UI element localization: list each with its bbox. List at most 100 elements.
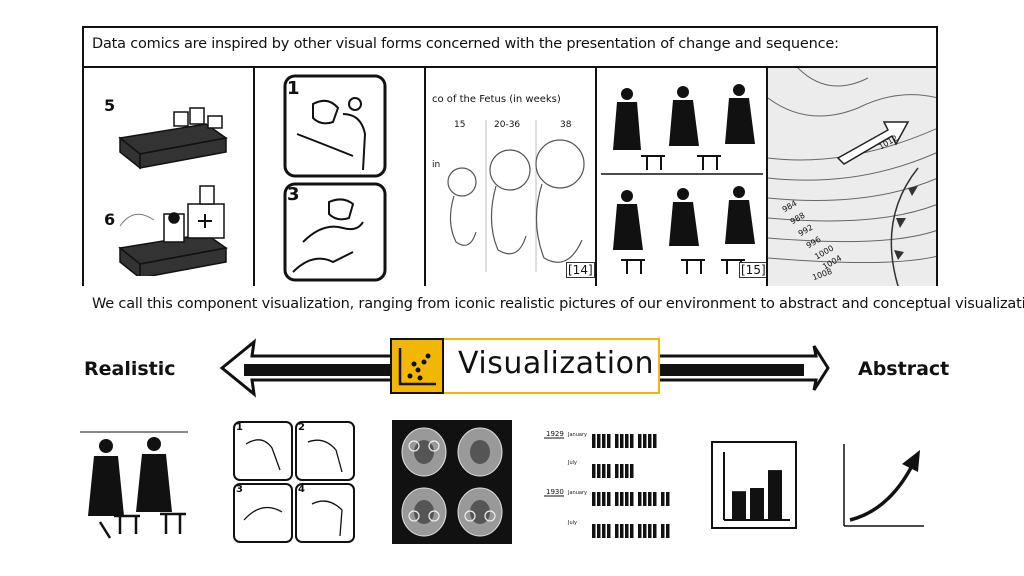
page-number: [14] [566, 262, 595, 278]
isotype-row-label: July [568, 520, 577, 526]
comic-panel-number: 4 [298, 484, 305, 495]
isotype-figure [625, 492, 629, 506]
isotype-figure [620, 464, 624, 478]
isotype-figure [607, 492, 611, 506]
scatter-icon [390, 338, 444, 394]
isotype-figure [661, 524, 665, 538]
isotype-figure [653, 434, 657, 448]
isotype-figure [592, 492, 596, 506]
comic-panel-number: 1 [287, 78, 300, 99]
isotype-figure [592, 524, 596, 538]
isotype-row-label: January [568, 490, 587, 496]
silhouette-photo [80, 431, 188, 539]
isotype-figure [638, 524, 642, 538]
isotype-figure [648, 492, 652, 506]
isotype-figure [648, 434, 652, 448]
lego-instructions-panel: 5 6 [84, 68, 255, 286]
comic-panel-drawing [283, 74, 387, 178]
trend-arrow-drawing [843, 444, 924, 527]
comic-grid-drawing [233, 421, 355, 543]
isotype-figure [615, 524, 619, 538]
realistic-photo-example [80, 426, 188, 544]
bar [750, 488, 764, 520]
isotype-figure [615, 434, 619, 448]
isotype-figure [597, 524, 601, 538]
silhouette-sequence [601, 84, 763, 274]
comic-panel-number: 3 [236, 484, 243, 495]
isotype-figure [602, 434, 606, 448]
isotype-figure [625, 434, 629, 448]
isotype-figure [630, 492, 634, 506]
isotype-figure [643, 524, 647, 538]
fetus-growth-panel: co of the Fetus (in weeks) 15 20-36 38 i… [426, 68, 597, 286]
isotype-figure [602, 524, 606, 538]
isotype-year: 1930 [546, 488, 564, 496]
fetus-week-label: 20-36 [494, 120, 521, 130]
comic-panel-drawing [283, 182, 387, 282]
motion-sequence-panel: [15] [597, 68, 768, 286]
isotype-figure [638, 492, 642, 506]
isotype-figure [597, 464, 601, 478]
fetus-illustration [447, 120, 585, 272]
isotype-figure [620, 434, 624, 448]
trend-arrow-example [840, 440, 926, 530]
isotype-figure [620, 524, 624, 538]
comic-instructions-panel: 1 3 [255, 68, 426, 286]
isotype-figure [630, 524, 634, 538]
fetus-week-label: 38 [560, 120, 572, 130]
isotype-figure [597, 492, 601, 506]
realistic-label: Realistic [84, 358, 176, 380]
visualization-title: Visualization [458, 346, 654, 381]
lego-step-number: 5 [104, 96, 116, 115]
isotype-figure [625, 524, 629, 538]
isotype-row-label: January [568, 432, 587, 438]
isotype-figure [615, 492, 619, 506]
fetus-side-label: in [432, 160, 441, 170]
brain-scan-example [392, 420, 512, 544]
isotype-figures [544, 434, 670, 538]
isotype-figure [592, 434, 596, 448]
isotype-figure [607, 464, 611, 478]
isotype-figure [638, 434, 642, 448]
page-number: [15] [739, 262, 766, 278]
comic-panel-number: 2 [298, 422, 305, 433]
isotype-figure [666, 492, 670, 506]
bar-chart-drawing [711, 441, 797, 529]
isotype-figure [597, 434, 601, 448]
isotype-figure [620, 492, 624, 506]
isotype-figure [630, 464, 634, 478]
isotype-figure [602, 492, 606, 506]
isotype-year: 1929 [546, 430, 564, 438]
comic-panel-number: 3 [287, 184, 300, 205]
bar [768, 470, 782, 520]
isotype-figure [602, 464, 606, 478]
bar-chart-example [710, 440, 798, 530]
isobar-map [768, 68, 936, 286]
isotype-figure [648, 524, 652, 538]
isotype-figure [666, 524, 670, 538]
isotype-chart-example: 1929 January July 1930 January July [540, 420, 670, 544]
lego-bricks-illustration [118, 107, 228, 276]
isotype-figure [653, 492, 657, 506]
brain-scan-image [401, 427, 503, 537]
fetus-chart-title: co of the Fetus (in weeks) [432, 94, 561, 105]
isotype-row-label: July [568, 460, 577, 466]
isotype-figure [607, 524, 611, 538]
weather-map-panel: 984 988 992 996 1000 1004 1008 1012 [768, 68, 938, 286]
isotype-figure [625, 464, 629, 478]
comic-panel-number: 1 [236, 422, 243, 433]
isotype-figure [607, 434, 611, 448]
top-figure-divider [82, 66, 938, 68]
abstract-label: Abstract [858, 358, 950, 380]
fetus-week-label: 15 [454, 120, 466, 130]
isotype-figure [661, 492, 665, 506]
lego-step-number: 6 [104, 210, 116, 229]
bar [732, 491, 746, 520]
isotype-figure [630, 434, 634, 448]
isotype-figure [643, 492, 647, 506]
isotype-figure [643, 434, 647, 448]
top-figure-caption: Data comics are inspired by other visual… [92, 36, 839, 52]
isotype-figure [653, 524, 657, 538]
comic-strip-example: 1 2 3 4 [232, 420, 356, 544]
isotype-figure [592, 464, 596, 478]
